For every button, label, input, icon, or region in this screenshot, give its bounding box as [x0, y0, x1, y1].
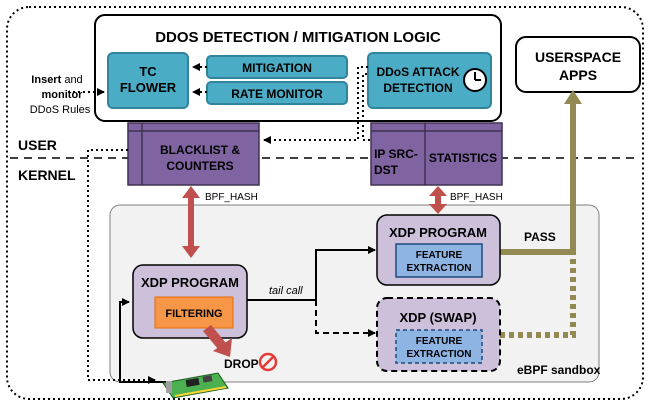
statistics-table: [370, 122, 503, 186]
blacklist-label-line1: BLACKLIST &: [160, 143, 240, 157]
filtering-block: [154, 296, 234, 329]
tail-call-lower-branch: [315, 300, 376, 337]
userspace-apps-label-line2: APPS: [559, 67, 597, 83]
ddos-logic-title: DDOS DETECTION / MITIGATION LOGIC: [155, 29, 441, 46]
clock-icon: [463, 68, 487, 92]
insert-monitor-label-line3: DDoS Rules: [30, 104, 91, 116]
xdp-swap-label: XDP (SWAP): [399, 310, 476, 325]
bpf-hash-right-arrow: [429, 186, 447, 214]
insert-monitor-label-line2: monitor: [42, 89, 84, 101]
detection-to-mitigation-path: [263, 66, 368, 144]
feature-extraction-swap-label-line2: EXTRACTION: [407, 349, 472, 360]
bpf-hash-left-label: BPF_HASH: [205, 192, 258, 203]
insert-monitor-label-line1: Insert and: [31, 74, 82, 86]
attack-detection-label-line1: DDoS ATTACK: [376, 65, 459, 79]
counters-to-user-path: [87, 149, 156, 384]
kernel-zone-label: KERNEL: [18, 167, 76, 183]
xdp-program-main-label: XDP PROGRAM: [141, 275, 239, 290]
blacklist-label-line2: COUNTERS: [166, 159, 233, 173]
ip-src-dst-label-line1: IP SRC-: [374, 147, 418, 161]
feature-extraction-label-line2: EXTRACTION: [407, 263, 472, 274]
feature-extraction-swap-label-line1: FEATURE: [416, 336, 463, 347]
network-card-icon: [162, 372, 229, 399]
tc-flower-block: [107, 52, 189, 109]
prohibited-icon: [258, 352, 278, 372]
nic-to-xdp-arrow: [119, 298, 175, 383]
sandbox-label: eBPF sandbox: [517, 363, 601, 377]
bpf-hash-right-label: BPF_HASH: [450, 192, 503, 203]
mitigation-label: MITIGATION: [242, 61, 312, 75]
statistics-label: STATISTICS: [429, 151, 497, 165]
tail-call-upper-branch: [315, 246, 376, 300]
feature-extraction-swap-block: [395, 329, 483, 364]
feature-extraction-block: [395, 243, 483, 278]
user-zone-label: USER: [18, 137, 57, 153]
swap-pass-path: [500, 252, 576, 338]
tail-call-label: tail call: [269, 285, 303, 297]
attack-detection-block: [367, 52, 492, 109]
attack-detection-label-line2: DETECTION: [383, 81, 452, 95]
drop-label: DROP: [224, 357, 259, 371]
userspace-apps-block: [515, 36, 641, 93]
ip-src-dst-label-line2: DST: [374, 163, 399, 177]
filtering-label: FILTERING: [165, 308, 222, 320]
xdp-program-right-label: XDP PROGRAM: [389, 225, 487, 240]
feature-extraction-label-line1: FEATURE: [416, 250, 463, 261]
pass-label: PASS: [524, 230, 556, 244]
rate-monitor-label: RATE MONITOR: [231, 87, 323, 101]
tc-flower-label-line1: TC: [139, 64, 157, 79]
tc-flower-label-line2: FLOWER: [120, 80, 177, 95]
blacklist-counters-table: [127, 122, 260, 186]
statistics-to-detection-path: [362, 73, 370, 141]
userspace-apps-label-line1: USERSPACE: [535, 49, 621, 65]
bpf-hash-left-arrow: [182, 186, 200, 258]
outer-boundary: [6, 6, 644, 400]
drop-arrow: [203, 325, 232, 357]
pass-arrowhead: [564, 90, 582, 104]
